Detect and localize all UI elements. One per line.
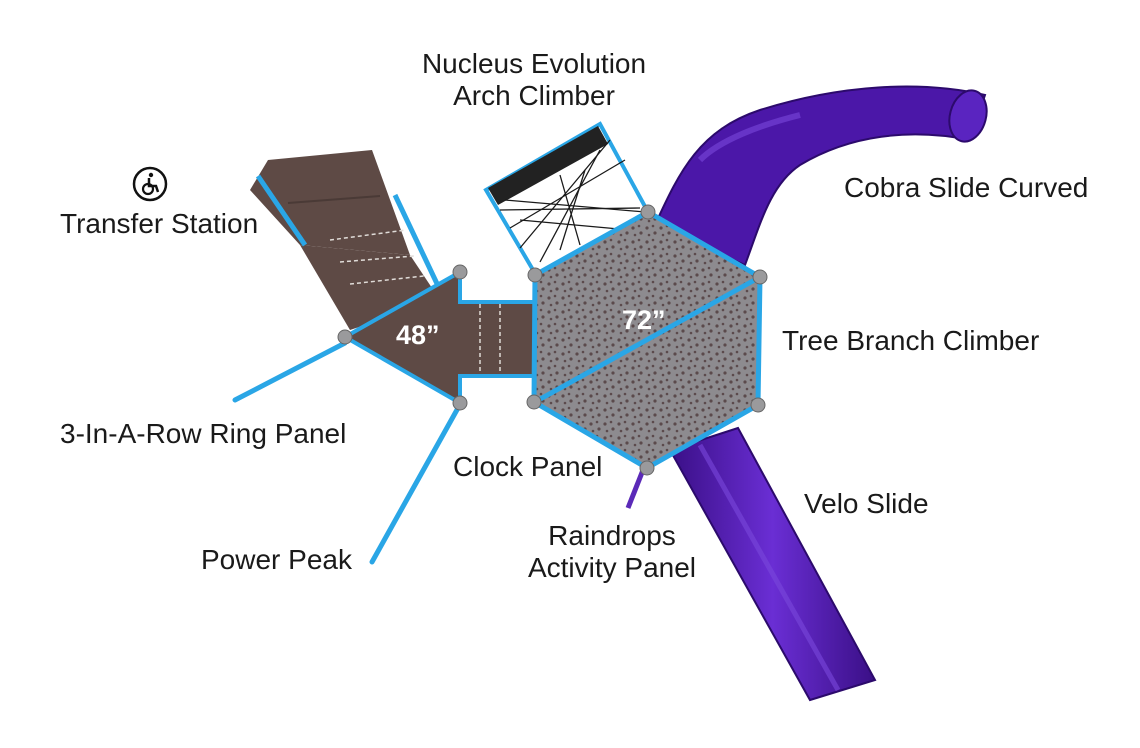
- label-power-peak: Power Peak: [201, 544, 352, 575]
- label-clock-panel: Clock Panel: [453, 451, 603, 482]
- post: [452, 264, 468, 280]
- wheelchair-accessible-icon: [132, 166, 168, 202]
- post: [640, 204, 656, 220]
- label-cobra-slide-curved: Cobra Slide Curved: [844, 172, 1089, 203]
- label-tree-branch-climber: Tree Branch Climber: [782, 325, 1040, 356]
- velo-slide: [668, 426, 877, 702]
- posts: [337, 204, 768, 476]
- bridge: [458, 300, 534, 378]
- deck-height-48: 48”: [396, 320, 440, 350]
- label-line: Arch Climber: [453, 80, 615, 111]
- label-line: Raindrops: [548, 520, 676, 551]
- post: [752, 269, 768, 285]
- ring-panel-poles: [232, 340, 461, 565]
- label-line: Activity Panel: [527, 552, 697, 583]
- label-transfer-station: Transfer Station: [60, 208, 259, 239]
- label-velo-slide: Velo Slide: [804, 488, 929, 519]
- post: [452, 395, 468, 411]
- label-ring-panel: 3-In-A-Row Ring Panel: [60, 418, 347, 449]
- label-raindrops-activity-panel: Raindrops Activity Panel: [522, 520, 702, 584]
- post: [639, 460, 655, 476]
- post: [527, 267, 543, 283]
- deck-height-72: 72”: [622, 305, 666, 335]
- label-line: Nucleus Evolution: [421, 48, 647, 79]
- raindrops-panel-stub: [625, 469, 646, 509]
- post: [750, 397, 766, 413]
- post: [526, 394, 542, 410]
- label-nucleus-arch-climber: Nucleus Evolution Arch Climber: [416, 48, 652, 112]
- post: [337, 329, 353, 345]
- cobra-slide-curved: [653, 85, 988, 267]
